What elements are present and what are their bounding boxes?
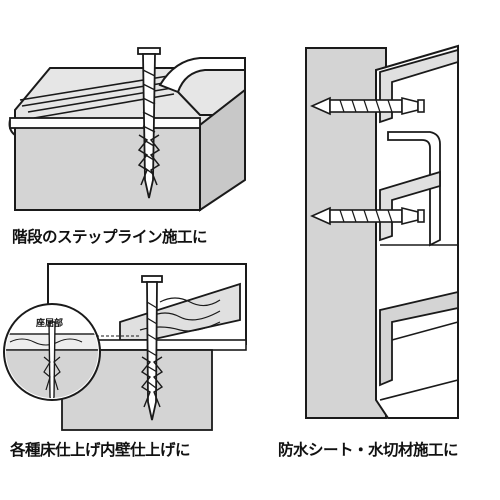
waterproof-sheet-illustration [300,40,470,420]
caption-stair-step-line: 階段のステップライン施工に [12,228,208,246]
anchor-icon [310,206,425,226]
stair-step-drawing [8,47,246,212]
floor-wall-illustration: 座屈部 [0,262,250,432]
caption-waterproof-sheet: 防水シート・水切材施工に [278,441,459,459]
waterproof-sheet-drawing [305,44,459,419]
nail-icon [140,275,164,421]
anchor-icon [310,96,425,116]
floor-wall-drawing: 座屈部 [3,263,247,431]
caption-floor-wall-finish: 各種床仕上げ内壁仕上げに [10,441,191,459]
stair-step-illustration [0,40,250,215]
nail-icon [137,47,161,199]
zoom-circle-label: 座屈部 [35,317,63,329]
